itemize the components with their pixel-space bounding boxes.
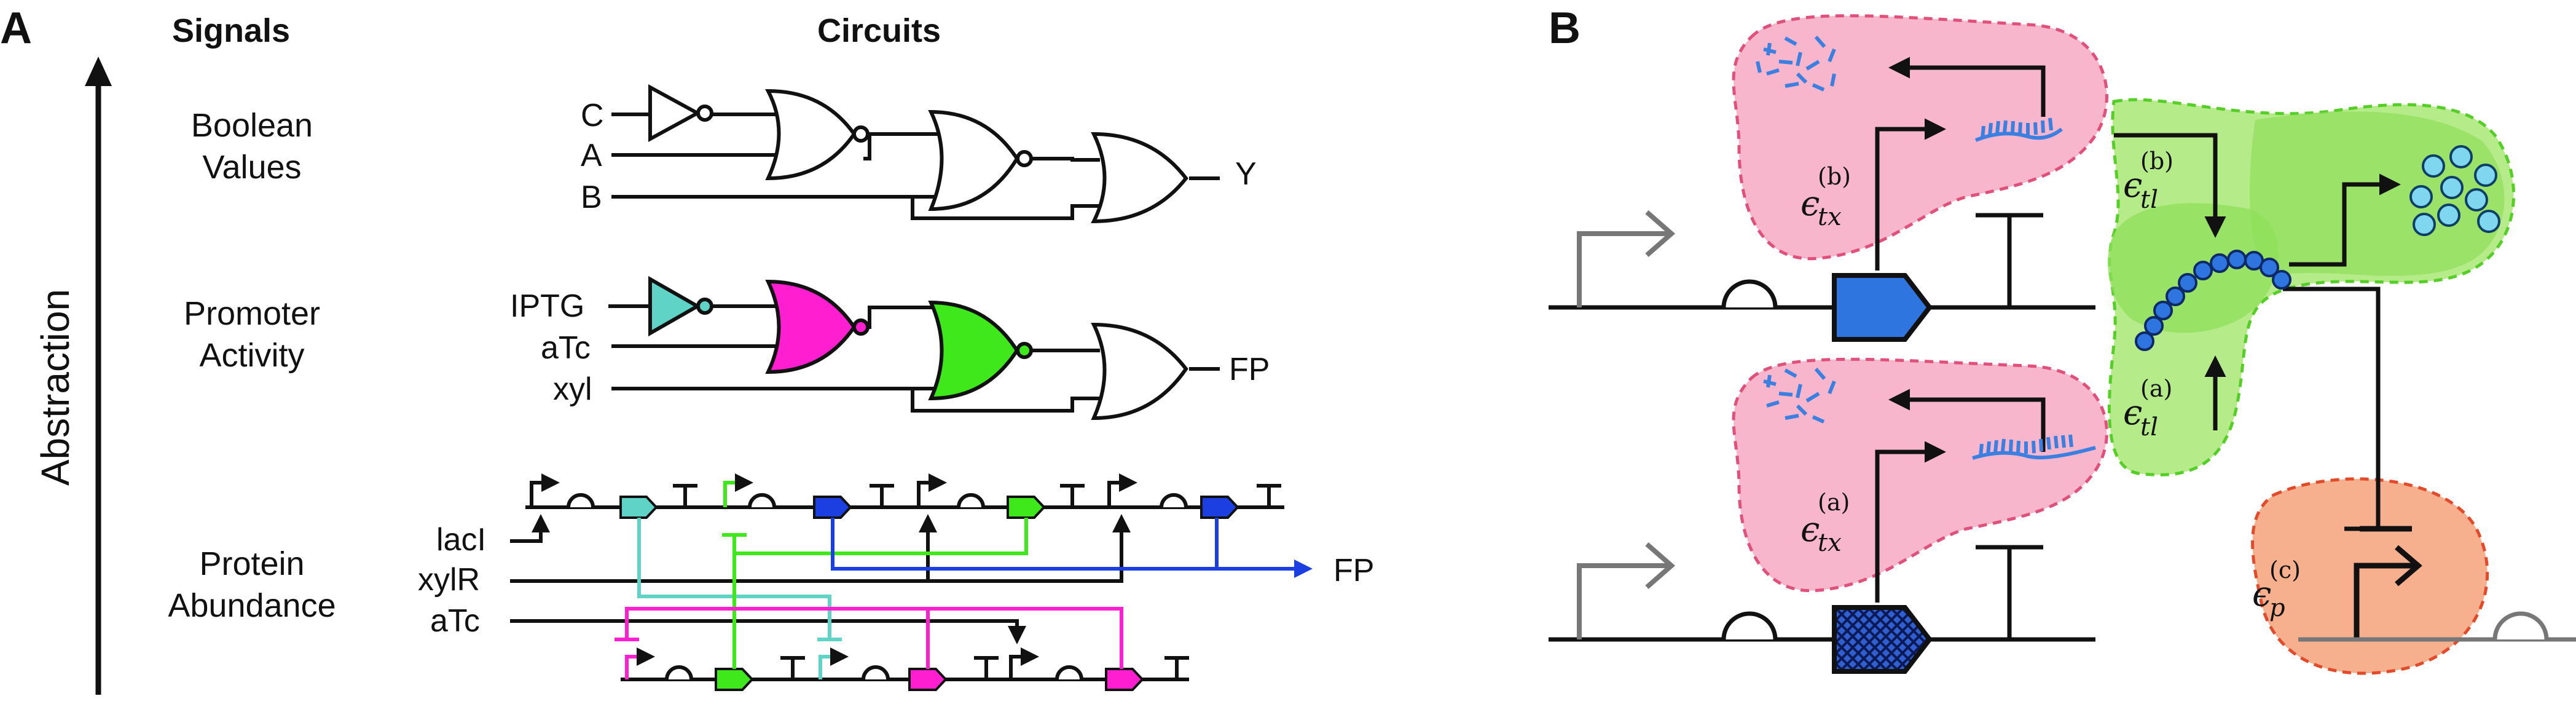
svg-text:tl: tl (2140, 186, 2158, 214)
level-protein-line2: Abundance (168, 587, 336, 624)
panel-a-label: A (0, 4, 32, 53)
boolean-nor-gate-2 (928, 109, 1019, 212)
signals-header: Signals (172, 12, 290, 49)
boolean-input-c: C (581, 98, 604, 133)
mrna-b-icon (1974, 117, 2063, 142)
protein-pool-icon (2409, 145, 2500, 236)
region-tx-a (1732, 357, 2108, 593)
svg-text:(b): (b) (1818, 163, 1851, 190)
protein-output-fp: FP (1333, 553, 1374, 588)
degraded-rna-a-icon (1763, 368, 1836, 424)
promoter-output-fp: FP (1229, 352, 1270, 387)
protein-circuit: lacI xylR aTc FP (418, 473, 1374, 691)
boolean-input-b: B (581, 180, 602, 215)
gene-lower (1549, 542, 2095, 674)
protein-input-laci: lacI (436, 522, 486, 558)
svg-text:p: p (2269, 594, 2285, 622)
panel-b: B (1549, 4, 2576, 675)
promoter-or-gate (1091, 322, 1188, 421)
svg-text:ϵ: ϵ (1800, 510, 1820, 550)
protein-input-atc: aTc (430, 603, 480, 639)
svg-text:(a): (a) (2140, 375, 2172, 402)
label-eps-tx-a: ϵ (a) tx (1800, 489, 1850, 557)
region-promoter (2251, 477, 2489, 675)
svg-text:(b): (b) (2140, 148, 2174, 175)
svg-text:(a): (a) (1818, 489, 1850, 516)
level-promoter-line1: Promoter (184, 295, 320, 332)
svg-text:ϵ: ϵ (2123, 165, 2142, 205)
degraded-rna-b-icon (1756, 36, 1836, 92)
svg-text:tx: tx (1818, 203, 1842, 231)
promoter-input-atc: aTc (541, 330, 591, 366)
circuits-header: Circuits (817, 12, 941, 49)
level-promoter-line2: Activity (199, 337, 304, 374)
level-protein-line1: Protein (199, 545, 304, 582)
label-eps-tx-b: ϵ (b) tx (1800, 163, 1851, 231)
svg-text:ϵ: ϵ (2252, 574, 2271, 614)
svg-text:tx: tx (1818, 529, 1842, 557)
boolean-nor-gate-1 (765, 89, 857, 181)
boolean-not-gate (648, 84, 702, 143)
promoter-input-xyl: xyl (553, 371, 592, 407)
level-boolean-line1: Boolean (191, 107, 313, 144)
repressed-promoter (2298, 526, 2576, 642)
abstraction-axis-label: Abstraction (33, 289, 77, 486)
promoter-nor-gate-1 (765, 279, 857, 374)
protein-chain-icon (2135, 250, 2291, 351)
tx-b-arrows (1875, 57, 2046, 603)
promoter-not-gate (648, 275, 702, 337)
level-boolean-line2: Values (202, 149, 301, 186)
gene-upper (1549, 210, 2095, 342)
boolean-or-gate (1091, 132, 1188, 224)
svg-text:tl: tl (2140, 413, 2158, 441)
boolean-input-a: A (581, 138, 602, 173)
mrna-a-icon (1972, 434, 2096, 460)
region-tx-b (1732, 14, 2108, 261)
protein-input-xylr: xylR (418, 562, 480, 598)
label-eps-tl-a: ϵ (a) tl (2123, 375, 2172, 441)
panel-a: A Signals Circuits Abstraction Boolean V… (0, 4, 1374, 695)
svg-text:ϵ: ϵ (1800, 184, 1820, 224)
boolean-circuit: C A B Y (581, 84, 1257, 224)
promoter-input-iptg: IPTG (510, 288, 584, 324)
cds-upper (1832, 273, 1933, 342)
promoter-nor-gate-2 (928, 300, 1019, 401)
svg-text:(c): (c) (2269, 556, 2301, 583)
svg-text:ϵ: ϵ (2123, 393, 2142, 433)
panel-b-label: B (1549, 4, 1581, 53)
cds-lower (1832, 605, 1933, 674)
label-eps-tl-b: ϵ (b) tl (2123, 148, 2174, 214)
label-eps-p-c: ϵ (c) p (2252, 556, 2301, 622)
abstraction-axis: Abstraction (33, 57, 112, 695)
promoter-circuit: IPTG aTc xyl FP (510, 275, 1270, 421)
boolean-output-y: Y (1235, 156, 1257, 192)
